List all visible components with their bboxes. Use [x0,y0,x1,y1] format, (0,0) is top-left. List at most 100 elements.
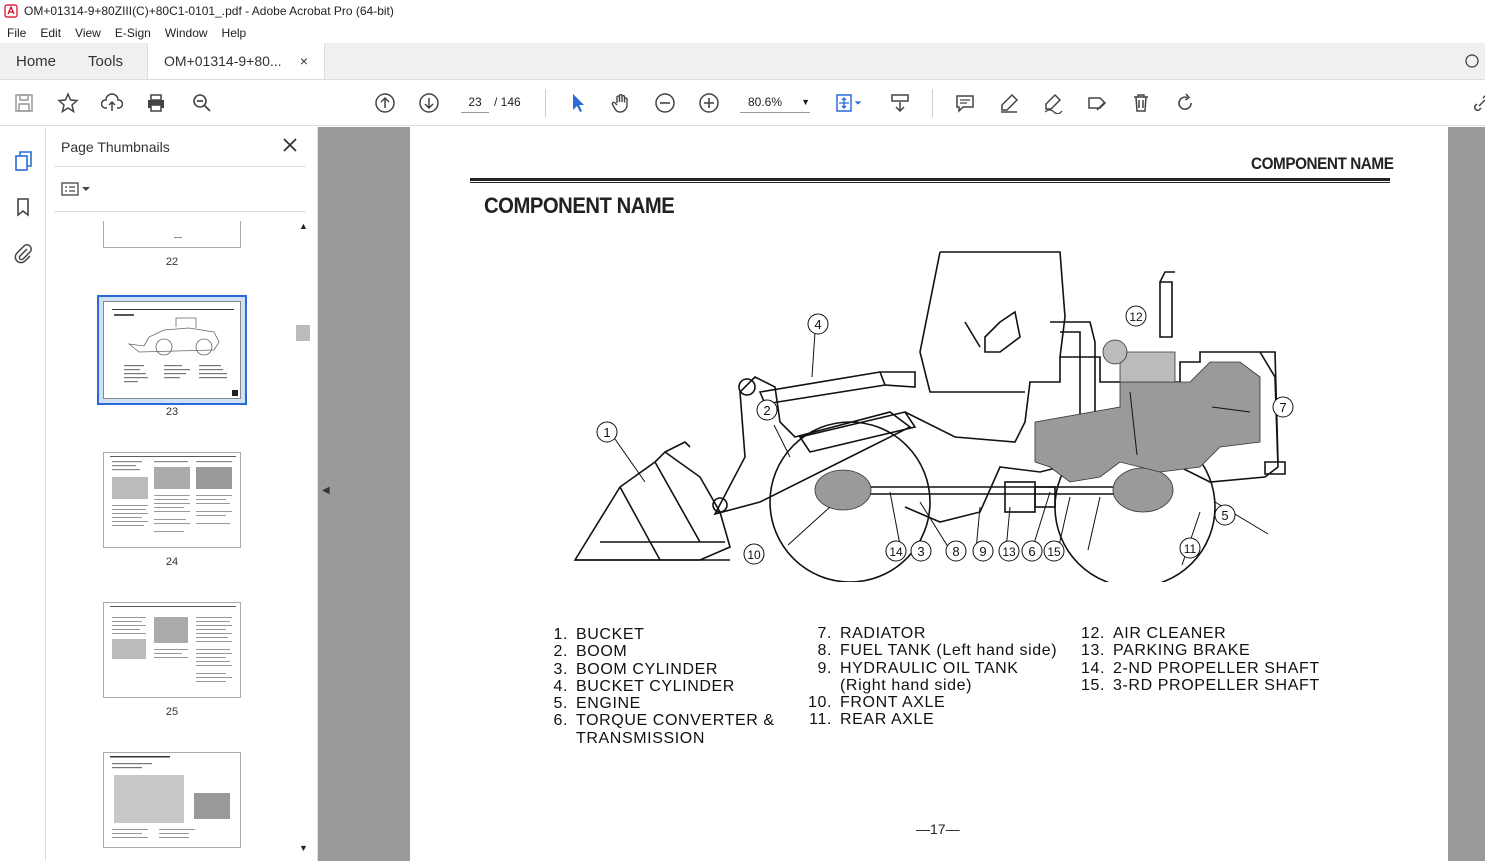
thumbnail-scrollbar[interactable]: ▲ ▼ [296,221,310,857]
callout-11: 11 [1179,537,1201,559]
thumbnail-page-current[interactable] [103,301,241,399]
menu-esign[interactable]: E-Sign [114,25,151,40]
thumbnail-label: 22 [165,256,179,268]
viewer-margin [1448,127,1485,861]
pdf-page: COMPONENT NAME COMPONENT NAME [410,127,1448,861]
highlight-pen-icon[interactable] [997,91,1021,115]
thumbnail-page[interactable] [103,221,241,248]
svg-text:3: 3 [917,544,924,559]
fit-page-icon[interactable] [832,91,856,115]
window-title: OM+01314-9+80ZIII(C)+80C1-0101_.pdf - Ad… [24,4,394,18]
title-bar: OM+01314-9+80ZIII(C)+80C1-0101_.pdf - Ad… [0,0,1485,22]
menu-view[interactable]: View [75,25,101,40]
upload-cloud-icon[interactable] [100,91,124,115]
callout-2: 2 [756,399,778,421]
callout-1: 1 [596,421,618,443]
svg-text:10: 10 [747,548,761,562]
zoom-in-icon[interactable] [697,91,721,115]
left-rail [0,127,46,861]
save-icon[interactable] [12,91,36,115]
legend-item: 9.HYDRAULIC OIL TANK [817,659,1019,677]
tab-document[interactable]: OM+01314-9+80... × [147,43,326,79]
callout-15: 15 [1043,540,1065,562]
svg-text:14: 14 [889,545,903,559]
legend-item: 8.FUEL TANK (Left hand side) [817,642,1058,660]
select-cursor-icon[interactable] [566,91,590,115]
tab-home[interactable]: Home [16,52,57,70]
document-viewer[interactable]: ◀ COMPONENT NAME COMPONENT NAME [318,127,1485,861]
draw-sign-icon[interactable] [1041,91,1065,115]
delete-icon[interactable] [1129,91,1153,115]
tab-close-button[interactable]: × [299,53,309,69]
scroll-down-icon[interactable]: ▼ [299,843,308,853]
prev-page-icon[interactable] [373,91,397,115]
legend-item: 1.BUCKET [553,626,645,643]
rotate-icon[interactable] [1173,91,1197,115]
legend-item: 6.TORQUE CONVERTER & [553,712,775,730]
svg-text:15: 15 [1047,545,1061,559]
tab-tools[interactable]: Tools [88,52,124,70]
menu-file[interactable]: File [7,25,27,40]
hand-tool-icon[interactable] [609,91,633,115]
svg-text:6: 6 [1028,544,1035,559]
page-thumbnails-icon[interactable] [11,149,35,173]
share-link-icon[interactable] [1470,91,1485,115]
thumbnail-page[interactable] [103,602,241,698]
header-rule [470,178,1390,183]
scroll-up-icon[interactable]: ▲ [299,221,308,231]
legend-column-3: 12.AIR CLEANER 13.PARKING BRAKE 14.2-ND … [1081,625,1320,694]
legend-column-2: 7.RADIATOR 8.FUEL TANK (Left hand side) … [808,625,1057,729]
callout-10: 10 [743,543,765,565]
close-icon[interactable] [282,137,298,153]
legend-column-1: 1.BUCKET 2.BOOM 3.BOOM CYLINDER 4.BUCKET… [544,626,775,747]
thumbnail-label: 24 [165,556,179,568]
legend-item: 7.RADIATOR [817,625,926,642]
page-footer-number: —17— [916,821,960,837]
callout-12: 12 [1125,305,1147,327]
svg-text:9: 9 [979,544,986,559]
thumbnail-options-button[interactable] [61,180,97,198]
running-header: COMPONENT NAME [1251,154,1394,173]
menu-bar: File Edit View E-Sign Window Help [0,22,1485,43]
wheel-loader-diagram: 1 2 4 12 7 5 11 10 14 3 8 9 13 6 15 [573,251,1294,582]
thumbnail-page[interactable] [103,452,241,548]
legend-item: 3.BOOM CYLINDER [553,660,719,678]
callout-13: 13 [998,540,1020,562]
thumbnail-page[interactable] [103,752,241,848]
scrollbar-thumb[interactable] [296,325,310,341]
stamp-icon[interactable] [1085,91,1109,115]
tab-bar: Home Tools OM+01314-9+80... × [0,43,1485,80]
print-icon[interactable] [144,91,168,115]
menu-edit[interactable]: Edit [40,25,62,40]
page-number-input[interactable]: 23 [461,91,489,113]
callout-5: 5 [1214,504,1236,526]
bookmarks-icon[interactable] [11,195,35,219]
thumbnails-panel: Page Thumbnails 22 23 [46,127,318,861]
fit-dropdown-icon[interactable] [852,91,864,115]
legend-item: 13.PARKING BRAKE [1081,642,1251,660]
menu-window[interactable]: Window [164,25,208,40]
collapse-panel-icon[interactable]: ◀ [322,485,330,496]
thumbnail-label: 23 [165,406,179,418]
svg-text:13: 13 [1002,545,1016,559]
page-title: COMPONENT NAME [484,193,675,218]
legend-item-continuation: TRANSMISSION [576,729,705,747]
svg-text:7: 7 [1279,400,1286,415]
legend-item: 15.3-RD PROPELLER SHAFT [1081,676,1320,694]
legend-item: 10.FRONT AXLE [808,694,946,712]
bookmark-star-icon[interactable] [56,91,80,115]
scroll-mode-icon[interactable] [888,91,912,115]
menu-help[interactable]: Help [221,25,247,40]
callout-8: 8 [945,540,967,562]
svg-text:11: 11 [1184,542,1197,556]
chevron-down-icon: ▼ [801,96,810,107]
next-page-icon[interactable] [417,91,441,115]
zoom-search-icon[interactable] [190,91,214,115]
comment-icon[interactable] [953,91,977,115]
help-icon[interactable] [1465,43,1485,79]
zoom-out-icon[interactable] [653,91,677,115]
zoom-select[interactable]: 80.6% ▼ [740,91,810,113]
attachments-icon[interactable] [11,241,35,265]
legend-item-continuation: (Right hand side) [840,676,973,694]
legend-item: 5.ENGINE [553,695,641,713]
